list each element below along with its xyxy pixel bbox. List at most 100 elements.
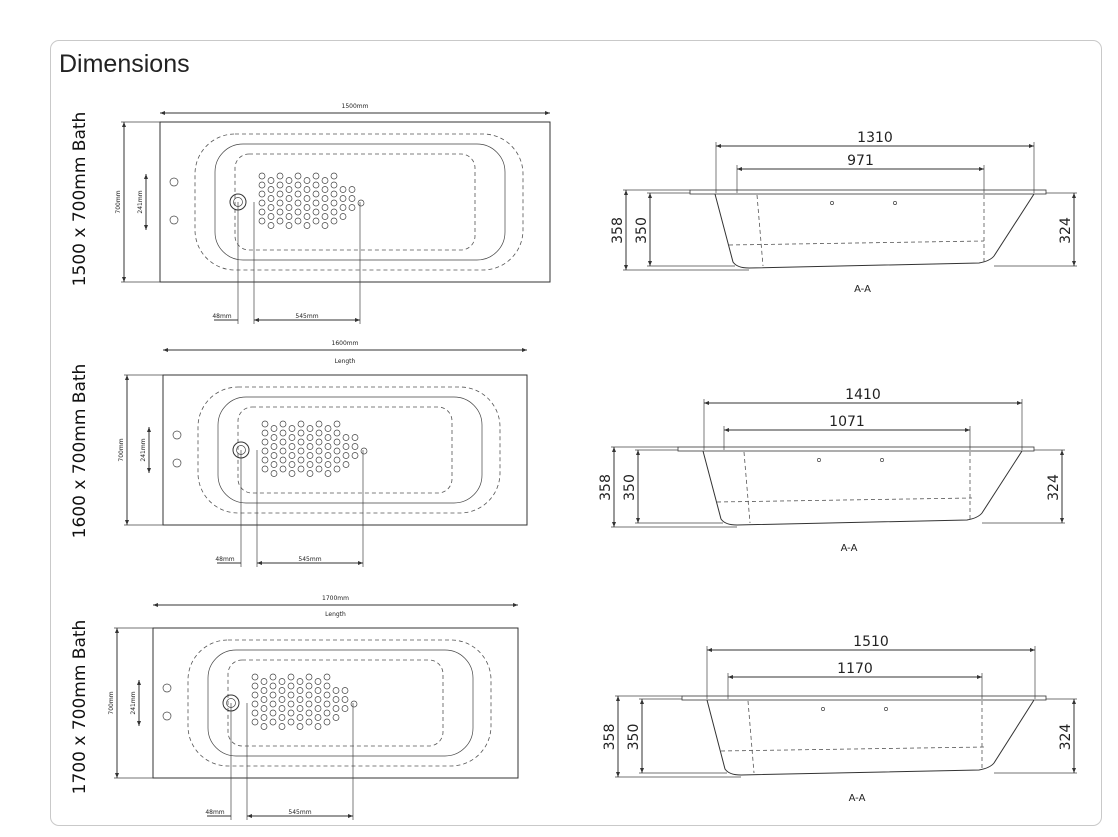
- outer-length-dimension-arrow-right: [1030, 648, 1035, 652]
- width-dimension-arrow-top: [115, 628, 119, 633]
- grip-dot: [278, 678, 286, 685]
- grip-dot: [333, 456, 341, 464]
- grip-dot: [306, 461, 314, 468]
- grip-dot: [297, 438, 305, 446]
- overflow-hole: [880, 458, 884, 462]
- grip-dot: [288, 434, 296, 441]
- waste-spacing-dimension-arrow-top: [137, 680, 141, 685]
- grip-dot: [276, 217, 284, 225]
- rim-height-dimension-arrow-bottom: [624, 265, 628, 270]
- grip-dot: [306, 470, 314, 477]
- grip-dot: [285, 204, 293, 211]
- waste-spacing-label: 241mm: [137, 190, 144, 213]
- section-caption: A-A: [854, 284, 871, 295]
- grip-dot: [261, 438, 269, 446]
- end-height-label: 324: [1058, 217, 1074, 244]
- grip-dot: [305, 682, 313, 690]
- bath-rim: [689, 189, 1047, 195]
- grip-dot: [278, 705, 286, 712]
- grip-dot: [341, 705, 349, 712]
- grip-dot: [260, 705, 268, 712]
- grip-dot: [333, 420, 341, 428]
- waste-spacing-dimension-arrow-top: [144, 174, 148, 179]
- grip-dot: [342, 452, 350, 459]
- grip-dot: [270, 461, 278, 468]
- end-height-dimension-arrow-top: [1072, 193, 1076, 198]
- grip-dot: [348, 186, 356, 193]
- width-label: 700mm: [115, 190, 122, 213]
- grip-dot: [312, 181, 320, 189]
- grip-dot: [279, 456, 287, 464]
- grip-dot: [297, 456, 305, 464]
- inner-length-dimension-arrow-right: [979, 167, 984, 171]
- grip-length-dimension-arrow-left: [257, 561, 262, 565]
- grip-dot: [288, 443, 296, 450]
- grip-dot: [321, 213, 329, 220]
- waste-spacing-dimension-arrow-top: [147, 427, 151, 432]
- grip-dot: [285, 222, 293, 229]
- grip-dot: [276, 199, 284, 207]
- overall-length-dimension-arrow-right: [513, 603, 518, 607]
- depth-dimension-arrow-top: [636, 450, 640, 455]
- bath-section-profile: [702, 450, 1023, 526]
- grip-dot: [351, 452, 359, 459]
- inner-floor-line: [720, 746, 985, 752]
- grip-dot: [261, 420, 269, 428]
- grip-dot: [315, 465, 323, 473]
- overflow-hole: [884, 707, 888, 711]
- inner-length-label: 1071: [829, 414, 865, 430]
- overall-length-dimension-arrow-right: [545, 111, 550, 115]
- grip-dot: [276, 190, 284, 198]
- grip-dot: [269, 673, 277, 681]
- outer-length-label: 1510: [853, 634, 889, 650]
- grip-dot: [348, 204, 356, 211]
- rim-height-dimension-arrow-top: [616, 696, 620, 701]
- grip-dot: [324, 434, 332, 441]
- grip-dot: [251, 673, 259, 681]
- grip-dot: [288, 425, 296, 432]
- grip-dot: [285, 177, 293, 184]
- offset-label: 48mm: [205, 809, 224, 816]
- grip-dot: [285, 195, 293, 202]
- grip-dot: [342, 434, 350, 441]
- grip-dot: [251, 691, 259, 699]
- grip-dot: [296, 687, 304, 694]
- grip-dot: [324, 470, 332, 477]
- overall-length-dimension-arrow-left: [163, 348, 168, 352]
- grip-dot: [324, 452, 332, 459]
- end-height-label: 324: [1046, 474, 1062, 501]
- grip-dot: [296, 696, 304, 703]
- grip-dot: [260, 696, 268, 703]
- width-dimension-arrow-top: [125, 375, 129, 380]
- bath-basin-edge: [197, 386, 501, 514]
- grip-dot: [341, 696, 349, 703]
- grip-dot: [332, 714, 340, 721]
- grip-dot: [258, 172, 266, 180]
- grip-dot: [269, 709, 277, 717]
- grip-dot: [278, 714, 286, 721]
- bath-floor-edge: [237, 406, 453, 494]
- waste-spacing-dimension-arrow-bottom: [144, 225, 148, 230]
- bath-basin-edge: [194, 133, 524, 271]
- grip-dot: [251, 700, 259, 708]
- grip-dot: [305, 700, 313, 708]
- tap-hole: [169, 215, 179, 225]
- grip-dot: [261, 456, 269, 464]
- bath-rim: [681, 695, 1047, 701]
- grip-dot: [321, 177, 329, 184]
- bath-inner-rim: [217, 396, 483, 504]
- grip-dot: [323, 673, 331, 681]
- grip-dot: [315, 456, 323, 464]
- grip-dot: [267, 177, 275, 184]
- outer-length-dimension-arrow-right: [1017, 401, 1022, 405]
- waste-spacing-dimension-arrow-bottom: [137, 721, 141, 726]
- grip-dot: [269, 718, 277, 726]
- grip-dot: [258, 208, 266, 216]
- overflow-hole: [817, 458, 821, 462]
- grip-dot: [323, 691, 331, 699]
- grip-dot: [276, 208, 284, 216]
- inner-floor-line: [728, 240, 985, 246]
